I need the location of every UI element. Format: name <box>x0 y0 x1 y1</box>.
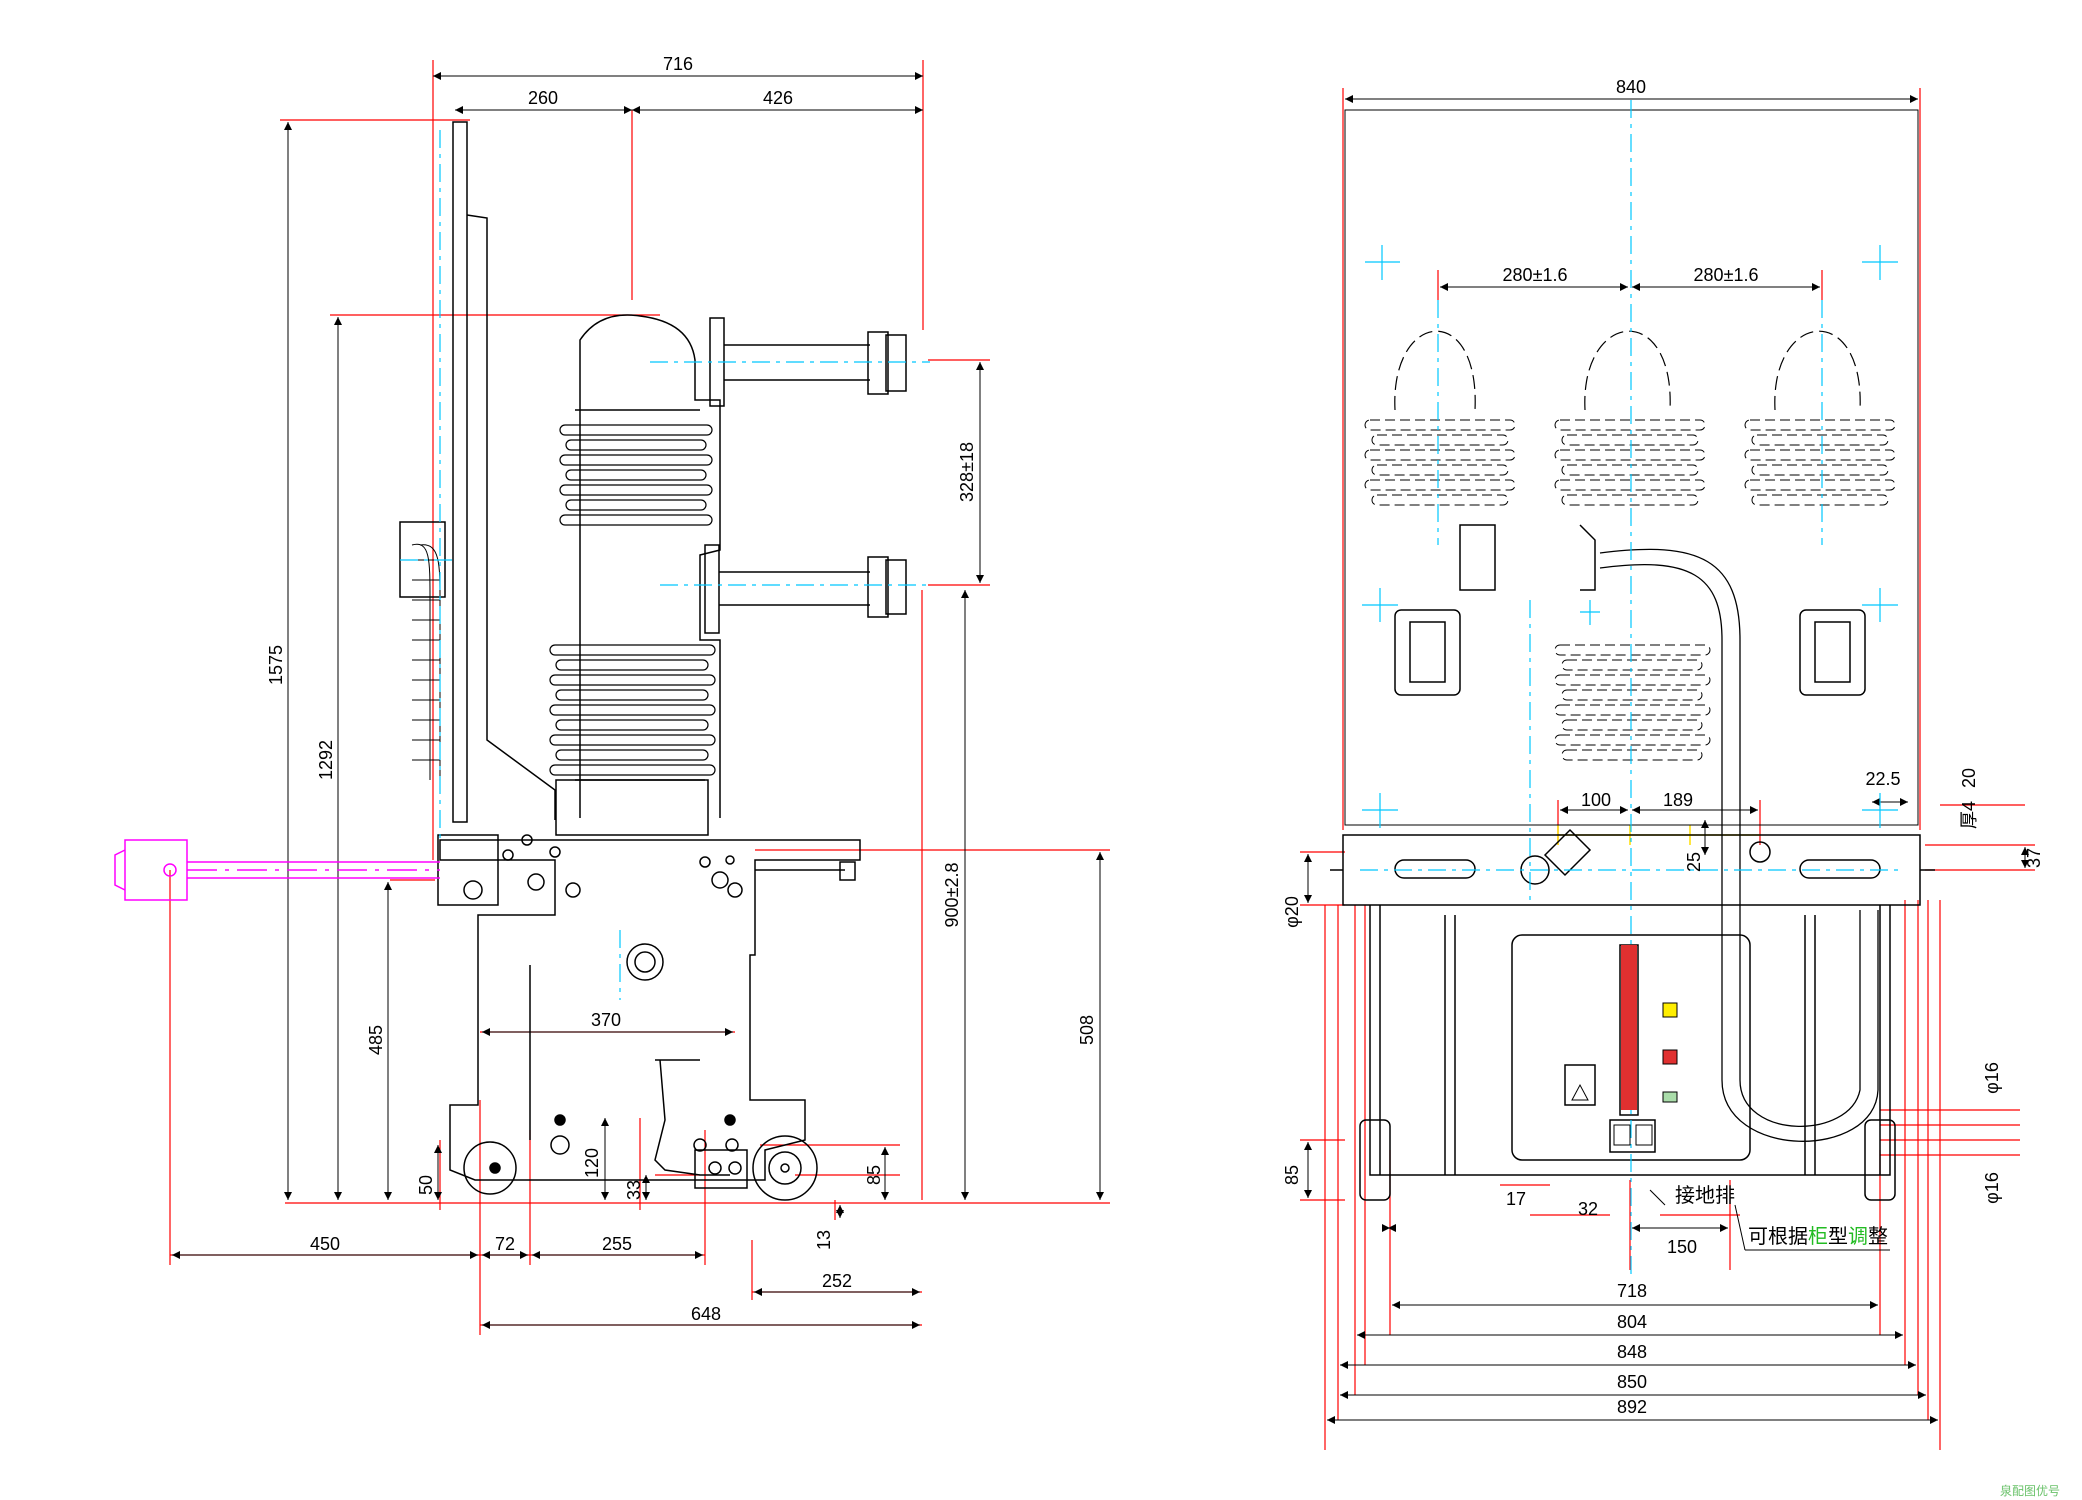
dim-32: 32 <box>1578 1199 1598 1219</box>
operating-handle <box>114 839 440 901</box>
adjust-note: 可根据 柜 型 调 整 <box>1748 1224 1888 1248</box>
dim-255: 255 <box>602 1234 632 1254</box>
side-view-outline <box>399 121 907 1201</box>
dim-426: 426 <box>763 88 793 108</box>
adjust-note-highlight2: 调 <box>1848 1224 1868 1248</box>
dim-189: 189 <box>1663 790 1693 810</box>
open-button <box>1613 1124 1631 1146</box>
indicator-green <box>1662 1091 1678 1103</box>
dim-phi-16-top: φ16 <box>1982 1062 2002 1094</box>
close-button <box>1635 1124 1653 1146</box>
dim-900: 900±2.8 <box>942 863 962 928</box>
front-view-dimensions <box>1304 95 2029 1424</box>
front-view-dimension-texts: 840 280±1.6 280±1.6 22.5 20 厚4 100 189 2… <box>1282 77 2044 1417</box>
side-view-dimensions <box>172 72 1104 1329</box>
dim-22-5: 22.5 <box>1865 769 1900 789</box>
dim-804: 804 <box>1617 1312 1647 1332</box>
side-view: 716 260 426 1575 1292 485 50 328±18 900±… <box>114 54 1110 1335</box>
dim-840: 840 <box>1616 77 1646 97</box>
dim-718: 718 <box>1617 1281 1647 1301</box>
side-view-center-lines <box>400 130 930 1000</box>
dim-370: 370 <box>591 1010 621 1030</box>
dim-848: 848 <box>1617 1342 1647 1362</box>
dim-280-right: 280±1.6 <box>1694 265 1759 285</box>
dim-85: 85 <box>864 1165 884 1185</box>
dim-20: 20 <box>1959 768 1979 788</box>
dim-260: 260 <box>528 88 558 108</box>
dim-450: 450 <box>310 1234 340 1254</box>
dim-33: 33 <box>624 1180 644 1200</box>
front-view-center-lines <box>1360 100 1900 1280</box>
thickness-note: 厚4 <box>1959 801 1979 829</box>
side-view-dimension-texts: 716 260 426 1575 1292 485 50 328±18 900±… <box>266 54 1097 1324</box>
dim-37: 37 <box>2024 848 2044 868</box>
front-view: 840 280±1.6 280±1.6 22.5 20 厚4 100 189 2… <box>1282 77 2044 1450</box>
dim-phi-16-bottom: φ16 <box>1982 1172 2002 1204</box>
front-view-poles <box>1394 330 1861 411</box>
dim-280-left: 280±1.6 <box>1503 265 1568 285</box>
indicator-red-bar <box>1621 945 1637 1110</box>
adjust-note-mid: 型 <box>1828 1224 1848 1248</box>
dim-485: 485 <box>366 1025 386 1055</box>
dim-72: 72 <box>495 1234 515 1254</box>
front-view-pole-ribs <box>1364 419 1896 761</box>
side-view-insulator-ribs <box>549 424 716 776</box>
dim-phi-20: φ20 <box>1282 896 1302 928</box>
dim-1292: 1292 <box>316 740 336 780</box>
indicator-red <box>1662 1049 1678 1065</box>
dim-508: 508 <box>1077 1015 1097 1045</box>
side-view-cable <box>411 543 441 780</box>
adjust-note-suffix: 整 <box>1868 1224 1888 1248</box>
dim-100: 100 <box>1581 790 1611 810</box>
dim-1575: 1575 <box>266 645 286 685</box>
dim-25: 25 <box>1684 852 1704 872</box>
dim-648: 648 <box>691 1304 721 1324</box>
dim-50: 50 <box>416 1175 436 1195</box>
adjust-note-highlight: 柜 <box>1808 1224 1828 1248</box>
front-view-conduit <box>1599 548 1879 1142</box>
dim-120: 120 <box>582 1148 602 1178</box>
dim-716: 716 <box>663 54 693 74</box>
dim-328: 328±18 <box>957 442 977 502</box>
dim-150: 150 <box>1667 1237 1697 1257</box>
warning-triangle-icon <box>1571 1083 1589 1101</box>
front-view-dimension-lines <box>1300 88 2035 1450</box>
dim-17: 17 <box>1506 1189 1526 1209</box>
indicator-yellow <box>1662 1002 1678 1018</box>
side-view-dimension-lines <box>169 60 1110 1335</box>
dim-850: 850 <box>1617 1372 1647 1392</box>
dim-252: 252 <box>822 1271 852 1291</box>
dim-85-front: 85 <box>1282 1165 1302 1185</box>
front-view-crosshairs <box>1362 245 1898 828</box>
adjust-note-prefix: 可根据 <box>1748 1224 1808 1248</box>
front-view-outline <box>1330 109 1935 1201</box>
dim-13: 13 <box>814 1230 834 1250</box>
dim-892: 892 <box>1617 1397 1647 1417</box>
grounding-bar-label: 接地排 <box>1675 1183 1735 1207</box>
corner-mark: 泉配图优号 <box>2000 1484 2060 1498</box>
